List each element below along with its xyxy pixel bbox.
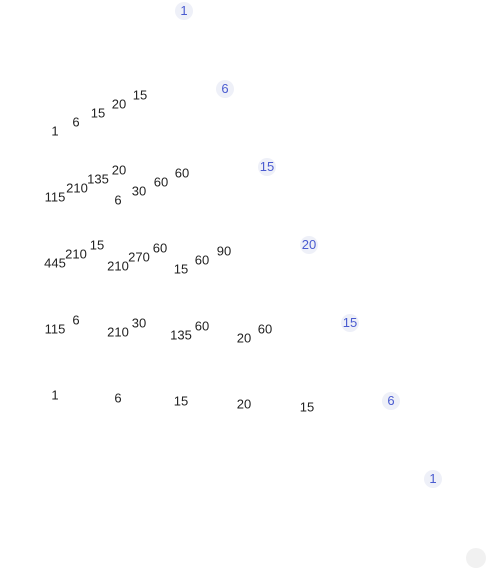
row-badge: 20 — [300, 236, 318, 254]
cell-number: 20 — [236, 396, 252, 412]
cell-number: 1 — [51, 123, 59, 139]
cell-number: 60 — [152, 240, 168, 256]
cell-number: 90 — [216, 243, 232, 259]
cell-number: 135 — [87, 171, 109, 187]
cell-number: 20 — [236, 330, 252, 346]
cell-number: 60 — [257, 321, 273, 337]
cell-number: 60 — [153, 174, 169, 190]
cell-number: 15 — [89, 237, 105, 253]
cell-number: 210 — [66, 180, 88, 196]
cell-number: 210 — [107, 324, 129, 340]
cell-number: 115 — [44, 189, 66, 205]
row-badge: 1 — [424, 470, 442, 488]
cell-number: 30 — [131, 183, 147, 199]
cell-number: 6 — [114, 390, 122, 406]
cell-number: 270 — [128, 249, 150, 265]
cell-number: 60 — [174, 165, 190, 181]
cell-number: 445 — [44, 255, 66, 271]
cell-number: 30 — [131, 315, 147, 331]
cell-number: 6 — [72, 114, 80, 130]
cell-number: 20 — [111, 96, 127, 112]
cell-number: 15 — [132, 87, 148, 103]
cell-number: 60 — [194, 318, 210, 334]
cell-number: 15 — [299, 399, 315, 415]
cell-number: 60 — [194, 252, 210, 268]
corner-dot — [466, 548, 486, 568]
cell-number: 6 — [114, 192, 122, 208]
cell-number: 6 — [72, 312, 80, 328]
row-badge: 15 — [341, 314, 359, 332]
cell-number: 15 — [90, 105, 106, 121]
row-badge: 6 — [382, 392, 400, 410]
cell-number: 15 — [173, 261, 189, 277]
row-badge: 15 — [258, 158, 276, 176]
cell-number: 15 — [173, 393, 189, 409]
cell-number: 210 — [107, 258, 129, 274]
cell-number: 1 — [51, 387, 59, 403]
cell-number: 20 — [111, 162, 127, 178]
cell-number: 135 — [170, 327, 192, 343]
row-badge: 6 — [216, 80, 234, 98]
cell-number: 210 — [65, 246, 87, 262]
row-badge: 1 — [175, 2, 193, 20]
cell-number: 115 — [44, 321, 66, 337]
